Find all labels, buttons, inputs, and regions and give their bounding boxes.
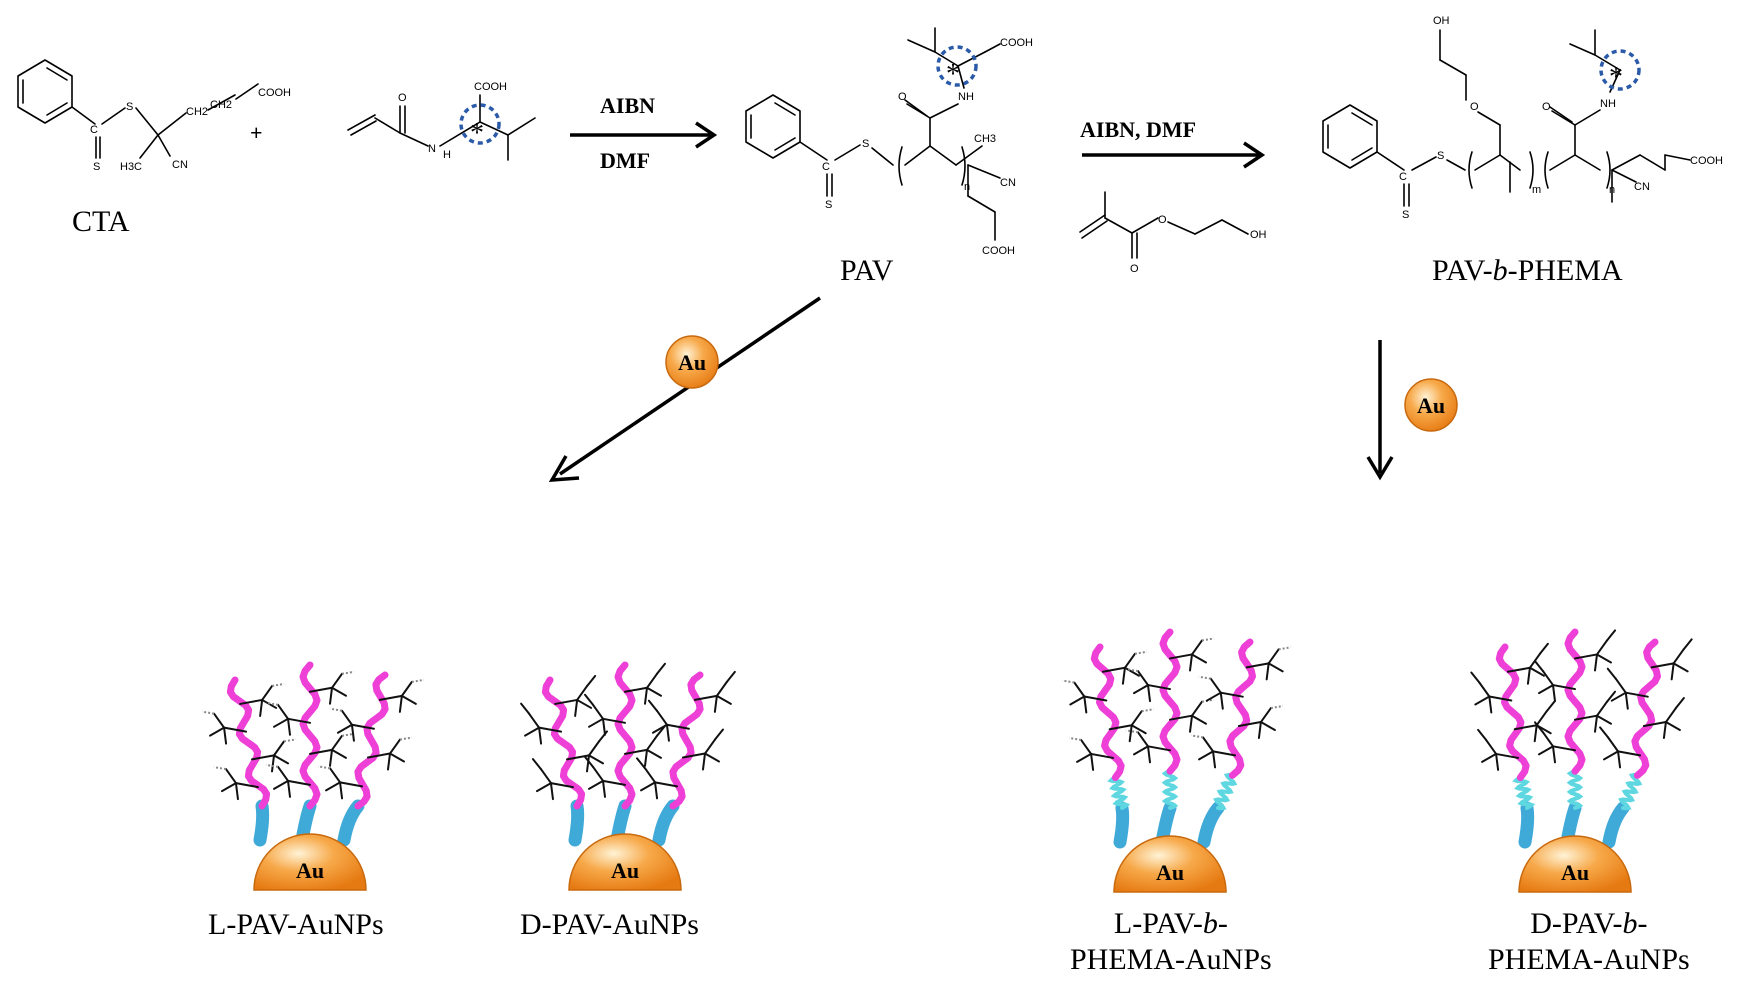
gold-nanoparticle: [1518, 835, 1632, 893]
gold-bead-right: Au: [1404, 378, 1458, 432]
label-l-pav-b-phema-aunps: L-PAV-b- PHEMA-AuNPs: [1070, 907, 1272, 976]
atom-cooh: COOH: [1690, 155, 1723, 167]
d-pav-aunp-illustration: Au: [520, 661, 736, 891]
atom-s: S: [126, 101, 133, 113]
atom-h3c: H3C: [120, 161, 142, 173]
label-d-pav-aunps: D-PAV-AuNPs: [520, 908, 699, 941]
monomer-structure: O N H COOH *: [347, 81, 536, 161]
atom-o: O: [1130, 263, 1139, 275]
gold-label: Au: [1561, 860, 1589, 885]
atom-oh: OH: [1250, 229, 1267, 241]
atom-n: N: [428, 143, 436, 155]
gold-label: Au: [611, 858, 639, 883]
atom-s: S: [1402, 209, 1409, 221]
atom-o: O: [1542, 101, 1551, 113]
atom-ch3: CH3: [974, 133, 996, 145]
label-pav-b-phema: PAV-b-PHEMA: [1432, 254, 1623, 287]
chiral-star: *: [946, 59, 960, 90]
chiral-center-marker: [936, 45, 978, 87]
atom-c: C: [90, 124, 98, 136]
gold-label: Au: [678, 350, 706, 375]
atom-cn: CN: [1000, 177, 1016, 189]
chiral-center-marker: [1599, 49, 1641, 91]
atom-o: O: [898, 91, 907, 103]
cta-structure: C S S CH2 CH2 COOH H3C CN: [17, 59, 291, 173]
atom-cooh: COOH: [474, 81, 507, 93]
gold-label: Au: [1417, 393, 1445, 418]
l-pav-b-phema-aunp-illustration: Au: [1062, 628, 1291, 893]
hema-structure: O O OH: [1079, 191, 1267, 275]
nanoparticle-groups: Au Au Au Au: [201, 628, 1693, 893]
atom-o: O: [1158, 214, 1167, 226]
atom-c: C: [1399, 171, 1407, 183]
step1-arrow-head: [695, 121, 718, 149]
atom-s: S: [825, 199, 832, 211]
atom-h: H: [443, 149, 451, 161]
atom-ch2: CH2: [186, 106, 208, 118]
gold-label: Au: [1156, 860, 1184, 885]
atom-s: S: [1437, 150, 1444, 162]
atom-nh: NH: [958, 91, 974, 103]
atom-c: C: [822, 161, 830, 173]
plus-sign: +: [250, 120, 263, 145]
subscript-n: n: [964, 181, 970, 193]
chiral-star: *: [1609, 62, 1623, 93]
atom-ch2: CH2: [210, 99, 232, 111]
reagent-aibn: AIBN: [600, 93, 655, 118]
label-l-pav-aunps: L-PAV-AuNPs: [208, 908, 384, 941]
d-pav-b-phema-aunp-illustration: Au: [1470, 628, 1693, 893]
step2-arrow-head: [1243, 141, 1266, 169]
gold-label: Au: [296, 858, 324, 883]
gold-bead-left: Au: [665, 335, 719, 389]
chiral-center-marker: [459, 103, 501, 145]
reagent-dmf: DMF: [600, 148, 650, 173]
diagonal-arrow-head: [548, 455, 580, 482]
subscript-m: m: [1532, 184, 1541, 196]
vertical-arrow-head: [1366, 456, 1394, 481]
atom-cn: CN: [1634, 181, 1650, 193]
atom-cooh: COOH: [1000, 37, 1033, 49]
label-pav: PAV: [840, 254, 894, 287]
label-d-pav-b-phema-aunps: D-PAV-b- PHEMA-AuNPs: [1488, 907, 1690, 976]
reagent-aibn-dmf: AIBN, DMF: [1080, 117, 1196, 142]
gold-nanoparticle: [568, 833, 682, 891]
label-cta: CTA: [72, 205, 130, 238]
pav-structure: C S S n CH3 CN COOH O NH COOH *: [745, 27, 1033, 257]
atom-s: S: [93, 161, 100, 173]
pav-b-phema-structure: C S S m n CN COOH O OH O: [1322, 15, 1723, 221]
gold-nanoparticle: [1113, 835, 1227, 893]
atom-cn: CN: [172, 159, 188, 171]
atom-o: O: [1470, 101, 1479, 113]
atom-cooh: COOH: [258, 87, 291, 99]
gold-nanoparticle: [253, 833, 367, 891]
atom-s: S: [862, 138, 869, 150]
atom-o: O: [398, 92, 407, 104]
atom-cooh: COOH: [982, 245, 1015, 257]
atom-oh: OH: [1433, 15, 1450, 27]
chiral-star: *: [470, 118, 484, 149]
atom-nh: NH: [1600, 98, 1616, 110]
l-pav-aunp-illustration: Au: [201, 661, 425, 891]
